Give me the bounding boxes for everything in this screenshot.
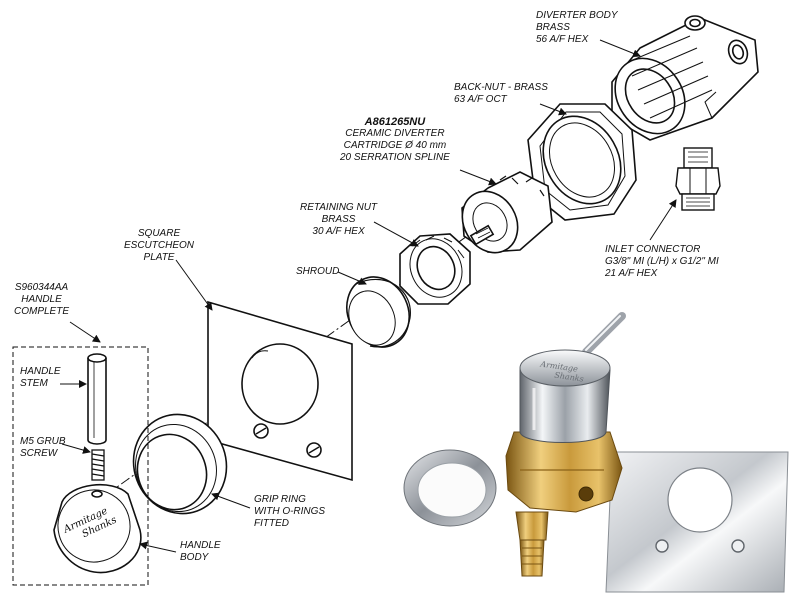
- label-handle-body-line-1: HANDLE: [180, 540, 221, 551]
- label-grub-screw: M5 GRUB SCREW: [20, 436, 66, 460]
- label-inlet-line-1: INLET CONNECTOR: [605, 244, 701, 255]
- label-cartridge: A861265NU CERAMIC DIVERTER CARTRIDGE Ø 4…: [340, 116, 450, 164]
- label-handle-complete-line-2: HANDLE: [21, 294, 62, 305]
- label-shroud: SHROUD: [296, 266, 339, 278]
- label-escutcheon: SQUARE ESCUTCHEON PLATE: [124, 228, 194, 264]
- leader-grub-screw: [61, 443, 91, 454]
- leader-handle-body: [139, 541, 177, 553]
- grub-screw-drawing: [91, 449, 105, 481]
- label-retaining-nut-line-3: 30 A/F HEX: [312, 226, 365, 237]
- leader-diverter-body: [599, 39, 641, 58]
- photo-plate-screw-left: [655, 539, 669, 553]
- cartridge-drawing: [461, 171, 553, 254]
- label-cartridge-line-3: 20 SERRATION SPLINE: [340, 152, 450, 163]
- diverter-body-drawing: [611, 15, 759, 141]
- shroud-drawing: [346, 276, 411, 348]
- handle-complete-box: [12, 346, 149, 586]
- label-handle-complete-line-3: COMPLETE: [14, 306, 70, 317]
- label-grip-ring-line-2: WITH O-RINGS: [254, 506, 326, 517]
- label-grip-ring-line-3: FITTED: [254, 518, 289, 529]
- label-handle-complete-line-1: S960344AA: [14, 282, 69, 293]
- leader-inlet: [649, 199, 677, 241]
- label-retaining-nut: RETAINING NUT BRASS 30 A/F HEX: [300, 202, 377, 238]
- photo-head-logo-line-2: Shanks: [554, 371, 584, 384]
- label-back-nut: BACK-NUT - BRASS 63 A/F OCT: [454, 82, 548, 106]
- leader-escutcheon: [175, 259, 213, 311]
- photo-plate-screw-right: [731, 539, 745, 553]
- back-nut-drawing: [527, 103, 637, 221]
- label-handle-stem-line-2: STEM: [20, 378, 48, 389]
- leader-grip-ring: [211, 492, 251, 509]
- retaining-nut-drawing: [399, 233, 471, 305]
- label-grub-screw-line-2: SCREW: [20, 448, 58, 459]
- label-cartridge-code: A861265NU: [364, 116, 426, 128]
- label-escutcheon-line-1: SQUARE: [137, 228, 181, 239]
- grip-ring-drawing: [132, 413, 228, 515]
- label-grip-ring-line-1: GRIP RING: [254, 494, 306, 505]
- label-retaining-nut-line-2: BRASS: [321, 214, 356, 225]
- label-cartridge-line-1: CERAMIC DIVERTER: [345, 128, 445, 139]
- label-handle-body-line-2: BODY: [180, 552, 209, 563]
- label-escutcheon-line-2: ESCUTCHEON: [124, 240, 195, 251]
- photo-plate-hole: [667, 467, 733, 533]
- label-diverter-body-line-2: BRASS: [536, 22, 570, 33]
- leader-back-nut: [539, 103, 567, 116]
- product-photo: Armitage Shanks: [403, 312, 789, 593]
- label-escutcheon-line-3: PLATE: [143, 252, 175, 263]
- label-handle-complete: S960344AA HANDLE COMPLETE: [14, 282, 69, 318]
- leader-lines: [60, 39, 677, 553]
- handle-body-drawing: Armitage Shanks: [53, 483, 142, 574]
- label-inlet-line-2: G3/8" MI (L/H) x G1/2" MI: [605, 256, 719, 267]
- label-inlet-connector: INLET CONNECTOR G3/8" MI (L/H) x G1/2" M…: [605, 244, 719, 280]
- label-handle-stem-line-1: HANDLE: [20, 366, 61, 377]
- label-back-nut-line-1: BACK-NUT - BRASS: [454, 82, 548, 93]
- photo-inlet-fitting: [515, 511, 549, 541]
- leader-handle-complete: [69, 321, 101, 343]
- label-diverter-body-line-1: DIVERTER BODY: [536, 10, 618, 21]
- label-back-nut-line-2: 63 A/F OCT: [454, 94, 507, 105]
- photo-lever: [582, 312, 626, 356]
- label-shroud-line-1: SHROUD: [296, 266, 340, 277]
- label-diverter-body: DIVERTER BODY BRASS 56 A/F HEX: [536, 10, 618, 46]
- label-handle-stem: HANDLE STEM: [20, 366, 61, 390]
- handle-stem-drawing: [87, 353, 107, 445]
- label-cartridge-line-2: CARTRIDGE Ø 40 mm: [343, 140, 447, 151]
- inlet-connector-drawing: [675, 147, 721, 211]
- leader-retaining-nut: [373, 221, 419, 247]
- label-inlet-line-3: 21 A/F HEX: [605, 268, 658, 279]
- leader-cartridge: [459, 169, 497, 186]
- leader-shroud: [337, 271, 367, 285]
- label-retaining-nut-line-1: RETAINING NUT: [300, 202, 378, 213]
- label-diverter-body-line-3: 56 A/F HEX: [536, 34, 589, 45]
- label-grip-ring: GRIP RING WITH O-RINGS FITTED: [254, 494, 325, 530]
- label-grub-screw-line-1: M5 GRUB: [20, 436, 66, 447]
- escutcheon-plate-drawing: [207, 300, 353, 482]
- photo-brass-body: [505, 431, 623, 513]
- label-handle-body: HANDLE BODY: [180, 540, 221, 564]
